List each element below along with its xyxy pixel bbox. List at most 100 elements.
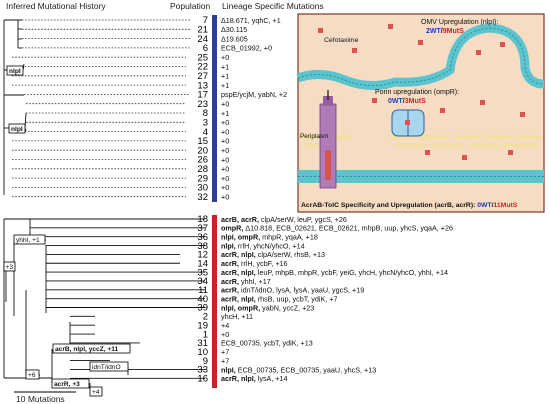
population-id-top: 22 xyxy=(197,62,208,73)
population-id-bottom: 36 xyxy=(197,232,208,243)
lineage-mutations-bottom: +7 xyxy=(221,348,229,357)
tree-top-clade xyxy=(3,19,191,198)
svg-text:+3: +3 xyxy=(6,264,14,271)
svg-text:AcrAB-TolC Specificity and Upr: AcrAB-TolC Specificity and Upregulation … xyxy=(301,202,518,209)
tree-label-plus4: +4 xyxy=(89,386,103,397)
svg-text:acrB, nlpI, yccZ, +11: acrB, nlpI, yccZ, +11 xyxy=(55,346,119,353)
population-id-bottom: 14 xyxy=(197,258,208,269)
mechanism-inset: Cefotaxime OMV Upregulation (nlpI): 2WT/… xyxy=(296,13,545,213)
svg-text:2WT/9MutS: 2WT/9MutS xyxy=(426,28,464,35)
omv-muts: 9MutS xyxy=(443,28,464,35)
acrab-tolc-pump xyxy=(319,90,337,189)
population-id-top: 15 xyxy=(197,136,208,147)
lineage-mutations-bottom: +0 xyxy=(221,330,229,339)
population-id-top: 21 xyxy=(197,25,208,36)
population-id-top: 32 xyxy=(197,192,208,203)
population-id-top: 30 xyxy=(197,183,208,194)
population-id-top: 24 xyxy=(197,34,208,45)
svg-text:idnT/idnO: idnT/idnO xyxy=(92,364,121,371)
outer-membrane-heads xyxy=(297,27,545,86)
scale-bar-label: 10 Mutations xyxy=(16,394,65,404)
tree-label-acrb-nlpi: acrB, nlpI, yccZ, +11 xyxy=(52,343,131,354)
population-id-top: 17 xyxy=(197,90,208,101)
population-id-bottom: 2 xyxy=(203,312,208,323)
svg-text:nlpI: nlpI xyxy=(11,126,23,133)
lineage-mutations-bottom: acrR, nlpI, clpA/serW, rhsB, +13 xyxy=(221,250,325,259)
population-id-bottom: 31 xyxy=(197,338,208,349)
omv-title: OMV Upregulation (nlpI): xyxy=(421,19,498,26)
lineage-mutations-top: +0 xyxy=(221,127,229,136)
svg-text:yhhI, +1: yhhI, +1 xyxy=(16,237,40,244)
lineage-mutations-bottom: +7 xyxy=(221,356,229,365)
svg-text:0WT/3MutS: 0WT/3MutS xyxy=(388,98,426,105)
tree-label-plus3: +3 xyxy=(3,261,16,272)
lineage-mutations-bottom: acrR, rrlH, ycbF, +16 xyxy=(221,259,288,268)
inner-membrane xyxy=(298,170,544,183)
acr-title: AcrAB-TolC Specificity and Upregulation … xyxy=(301,202,475,209)
lineage-mutations-top: +1 xyxy=(221,72,229,81)
population-id-bottom: 38 xyxy=(197,241,208,252)
lineage-mutations-top: +0 xyxy=(221,174,229,183)
acr-muts: 11MutS xyxy=(494,202,518,209)
population-id-top: 13 xyxy=(197,80,208,91)
tree-label-idnt: idnT/idnO xyxy=(89,361,129,372)
svg-text:nlpI: nlpI xyxy=(9,68,21,75)
population-id-top: 26 xyxy=(197,155,208,166)
lineage-mutations-top: ECB_01992, +0 xyxy=(221,44,272,53)
lineage-mutations-bottom: acrR, nlpI, leuP, mhpB, mhpR, ycbF, yeiG… xyxy=(221,268,448,277)
lineage-bar-bottom xyxy=(212,215,217,388)
lineage-mutations-bottom: ECB_00735, ycbT, ydiK, +13 xyxy=(221,339,313,348)
lineage-mutations-bottom: acrR, idnT/idnO, lysA, lysA, yaaU, ygcS,… xyxy=(221,286,364,295)
lineage-mutations-bottom: acrR, nlpI, rhsB, uup, ycbT, ydiK, +7 xyxy=(221,294,337,303)
header-lineage: Lineage Specific Mutations xyxy=(222,1,324,11)
population-id-bottom: 9 xyxy=(203,356,208,367)
lineage-mutations-top: +0 xyxy=(221,183,229,192)
population-id-bottom: 16 xyxy=(197,374,208,385)
lineage-mutations-bottom: +4 xyxy=(221,321,229,330)
lineage-mutations-top: +0 xyxy=(221,146,229,155)
population-id-top: 20 xyxy=(197,145,208,156)
population-id-bottom: 34 xyxy=(197,276,208,287)
population-id-bottom: 18 xyxy=(197,214,208,225)
lineage-mutations-top: Δ30.115 xyxy=(221,25,247,34)
lineage-mutations-top: Δ19.605 xyxy=(221,34,248,43)
lineage-mutations-top: +0 xyxy=(221,53,229,62)
population-id-bottom: 1 xyxy=(203,329,208,340)
population-id-top: 6 xyxy=(203,43,208,54)
population-id-bottom: 40 xyxy=(197,294,208,305)
population-id-top: 8 xyxy=(203,108,208,119)
lineage-mutations-bottom: nlpI, ompR, mhpR, yqaA, +18 xyxy=(221,233,318,242)
cefotaxime-particles xyxy=(318,24,525,160)
lineage-mutations-bottom: nlpI, ompR, yabN, yccZ, +23 xyxy=(221,303,314,312)
population-id-top: 4 xyxy=(203,127,208,138)
tree-bottom-clade xyxy=(3,218,205,391)
population-id-bottom: 10 xyxy=(197,347,208,358)
svg-text:+4: +4 xyxy=(92,389,100,396)
lineage-mutations-top: +0 xyxy=(221,100,229,109)
lineage-bar-top xyxy=(212,15,217,202)
population-id-bottom: 35 xyxy=(197,267,208,278)
lineage-mutations-top: +1 xyxy=(221,81,229,90)
tree-label-acrr3: acrR, +3 xyxy=(51,378,90,389)
lineage-mutations-top: +0 xyxy=(221,193,229,202)
population-id-bottom: 37 xyxy=(197,223,208,234)
population-id-bottom: 11 xyxy=(198,285,208,296)
lineage-mutations-top: +0 xyxy=(221,155,229,164)
tree-label-yhhi: yhhI, +1 xyxy=(13,234,46,245)
omv-wt: 2WT xyxy=(426,28,442,35)
lineage-mutations-bottom: nlpI, rrlH, yhcN/yhcO, +14 xyxy=(221,241,305,250)
population-id-top: 3 xyxy=(203,118,208,129)
population-id-top: 23 xyxy=(197,99,208,110)
lineage-mutations-top: +1 xyxy=(221,109,229,118)
cefotaxime-label: Cefotaxime xyxy=(324,37,359,44)
population-id-bottom: 12 xyxy=(197,250,208,261)
population-id-top: 29 xyxy=(197,173,208,184)
porin-wt: 0WT xyxy=(388,98,404,105)
lineage-mutations-bottom: ompR, Δ10.818, ECB_02621, ECB_02621, mhp… xyxy=(221,224,453,233)
tree-label-nlpi-b: nlpI xyxy=(8,123,26,134)
tree-label-nlpi-a: nlpI xyxy=(6,65,24,76)
population-id-top: 28 xyxy=(197,164,208,175)
